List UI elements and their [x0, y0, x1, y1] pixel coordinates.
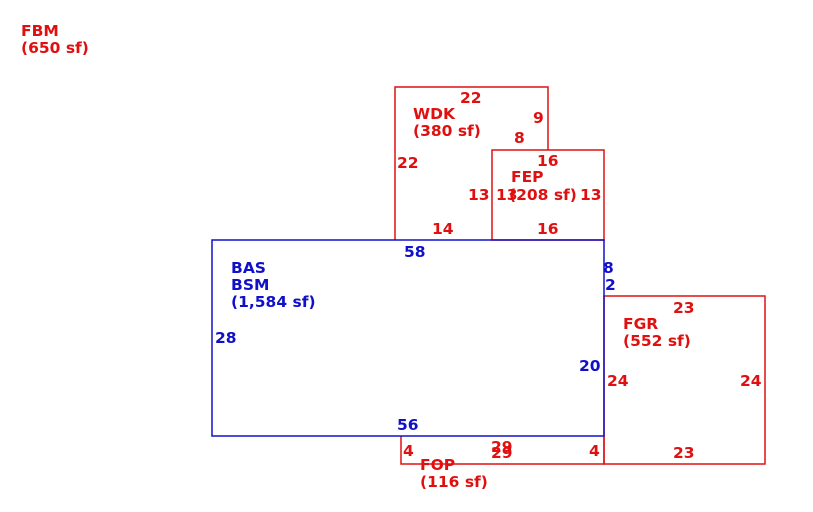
- fop-dim-right: 4: [589, 442, 600, 460]
- fbm-size: (650 sf): [21, 39, 89, 57]
- bas-dim-right-upper: 8: [603, 259, 614, 277]
- fgr-dim-bottom: 23: [673, 444, 695, 462]
- bas-code: BAS: [231, 259, 266, 277]
- fop-dim-bottom: 29: [491, 444, 513, 462]
- bsm-code: BSM: [231, 276, 269, 294]
- fep-dim-top: 16: [537, 152, 559, 170]
- fop-code: FOP: [420, 456, 455, 474]
- fep-code: FEP: [511, 168, 544, 186]
- bas-size: (1,584 sf): [231, 293, 316, 311]
- wdk-size: (380 sf): [413, 122, 481, 140]
- bas-dim-bottom: 56: [397, 416, 419, 434]
- fep-area: FEP (208 sf) 16 13 13 16: [491, 149, 605, 241]
- fgr-size: (552 sf): [623, 332, 691, 350]
- fgr-dim-left: 24: [607, 372, 629, 390]
- fep-dim-right: 13: [580, 186, 602, 204]
- fep-dim-left: 13: [496, 186, 518, 204]
- bas-dim-step: 2: [605, 276, 616, 294]
- fop-size: (116 sf): [420, 473, 488, 491]
- fop-dim-left: 4: [403, 442, 414, 460]
- wdk-dim-top: 22: [460, 89, 482, 107]
- bas-dim-top: 58: [404, 243, 426, 261]
- fgr-dim-top: 23: [673, 299, 695, 317]
- fop-area: FOP (116 sf) 29 29 4 4: [400, 436, 605, 491]
- fop-outline: [400, 436, 605, 465]
- wdk-dim-left: 22: [397, 154, 419, 172]
- bas-area: BAS BSM (1,584 sf) 58 28 8 2 20 56: [211, 239, 616, 437]
- fep-size: (208 sf): [509, 186, 577, 204]
- wdk-dim-right-lower: 13: [468, 186, 490, 204]
- fbm-area: FBM (650 sf): [21, 22, 89, 57]
- wdk-dim-right-upper: 9: [533, 109, 544, 127]
- fgr-code: FGR: [623, 315, 658, 333]
- fbm-code: FBM: [21, 22, 59, 40]
- wdk-area: WDK (380 sf) 22 22 9 8 13 14: [394, 86, 549, 240]
- fep-dim-bottom: 16: [537, 220, 559, 238]
- fgr-dim-right: 24: [740, 372, 762, 390]
- wdk-dim-bottom: 14: [432, 220, 454, 238]
- wdk-outline: [394, 86, 549, 240]
- bas-outline: [211, 239, 605, 437]
- bas-dim-right-lower: 20: [579, 357, 601, 375]
- bas-dim-left: 28: [215, 329, 237, 347]
- wdk-code: WDK: [413, 105, 456, 123]
- fop-dim-top: 29: [491, 438, 513, 456]
- fgr-area: FGR (552 sf) 23 24 24 23: [603, 295, 766, 465]
- wdk-dim-step: 8: [514, 129, 525, 147]
